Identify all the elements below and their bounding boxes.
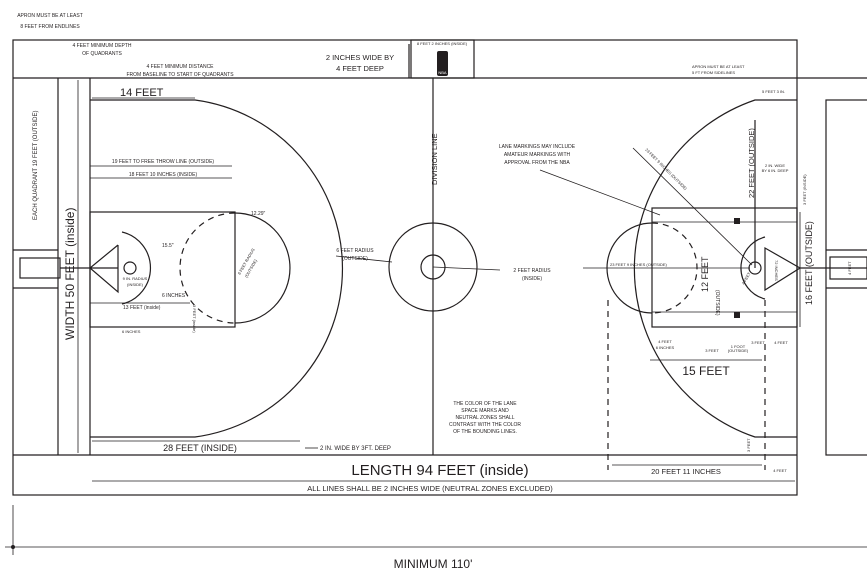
three-feet-inside-label: 3 FEET (inside) (192, 305, 197, 333)
sixteen-feet-label: 16 FEET (OUTSIDE) (804, 221, 814, 305)
two-inches-label-2: 4 FEET DEEP (336, 64, 384, 73)
six-inches-label: 6 INCHES (162, 293, 186, 299)
all-lines-label: ALL LINES SHALL BE 2 INCHES WIDE (NEUTRA… (307, 484, 553, 493)
svg-text:NBA: NBA (438, 70, 447, 75)
width-label: WIDTH 50 FEET (inside) (63, 208, 77, 340)
nine-in-radius-label-1: 9 IN. RADIUS (123, 276, 148, 281)
twelve-feet-label: 12 FEET (700, 256, 710, 292)
seventy-two-label: 72 INCHES (774, 260, 779, 281)
four-feet-side-label: 4 FEET (847, 261, 852, 275)
apron-sidelines-label-2: 5 FT FROM SIDELINES (692, 70, 735, 75)
fourteen-feet-label: 14 FEET (120, 87, 164, 99)
center-outer-label-1: 6 FEET RADIUS (336, 248, 374, 254)
lane-markings-label-2: AMATEUR MARKINGS WITH (504, 152, 571, 158)
three-pt-horiz-label: 23 FEET 9 INCHES (OUTSIDE) (610, 262, 667, 267)
quad-depth-label-2: OF QUADRANTS (82, 51, 122, 57)
fifteen-feet-label: 15 FEET (682, 364, 730, 378)
quad-depth-label-1: 4 FEET MINIMUM DEPTH (72, 43, 131, 49)
twenty-eight-label: 28 FEET (INSIDE) (163, 443, 237, 453)
nba-logo: NBA (437, 51, 448, 76)
twenty-feet-11-label: 20 FEET 11 INCHES (651, 467, 721, 476)
three-feet-a-label: 3 FEET (705, 348, 719, 353)
dim-1229-label: 12.29" (251, 211, 266, 217)
ft-line-outside-label: 19 FEET TO FREE THROW LINE (OUTSIDE) (112, 159, 214, 165)
twelve-outside-label: (OUTSIDE) (714, 290, 720, 316)
three-feet-inside-r-label: 3 FEET (INSIDE) (802, 174, 807, 205)
four-feet-r-label: 4 FEET (741, 271, 752, 286)
lane-markings-label-1: LANE MARKINGS MAY INCLUDE (499, 144, 576, 150)
minimum-dimension: MINIMUM 110' (5, 505, 867, 571)
length-label: LENGTH 94 FEET (inside) (351, 462, 528, 479)
color-note-label-2: SPACE MARKS AND (461, 408, 509, 414)
center-inner-label-1: 2 FEET RADIUS (513, 268, 551, 274)
three-pt-diag-label: 23 FEET 9 INCHES (OUTSIDE) (644, 147, 688, 191)
two-in-wide-label-1: 2 IN. WIDE (765, 163, 785, 168)
apron-endlines-label-1: APRON MUST BE AT LEAST (17, 13, 83, 19)
ft-line-inside-label: 18 FEET 10 INCHES (INSIDE) (129, 172, 198, 178)
center-inner-label-2: (INSIDE) (522, 276, 542, 282)
apron-endlines-label-2: 8 FEET FROM ENDLINES (20, 24, 80, 30)
two-in-wide-label-2: BY 6 IN. DEEP (762, 168, 789, 173)
logo-width-label: 8 FEET 2 INCHES (INSIDE) (417, 41, 468, 46)
center-outer-label-2: (OUTSIDE) (342, 256, 368, 262)
quad-distance-label-2: FROM BASELINE TO START OF QUADRANTS (126, 72, 234, 78)
color-note-label-3: NEUTRAL ZONES SHALL (456, 415, 515, 421)
division-line-label: DIVISION LINE (430, 133, 439, 185)
thirteen-feet-label: 13 FEET (inside) (123, 305, 161, 311)
color-note-label-4: CONTRAST WITH THE COLOR (449, 422, 521, 428)
four-feet-end-label: 4 FEET (773, 468, 787, 473)
center-court (335, 78, 501, 455)
three-feet-b-label: 3 FEET (751, 340, 765, 345)
two-inches-label-1: 2 INCHES WIDE BY (326, 53, 394, 62)
color-note-label-1: THE COLOR OF THE LANE (453, 401, 517, 407)
apron-sidelines-label-1: APRON MUST BE AT LEAST (692, 64, 745, 69)
three-feet-corner-label: 3 FEET (746, 438, 751, 452)
twenty-two-label: 22 FEET (OUTSIDE) (747, 128, 756, 198)
lane-space-label-2: 6 INCHES (656, 345, 675, 350)
minimum-label: MINIMUM 110' (394, 557, 473, 571)
two-in-3ft-label: 2 IN. WIDE BY 3FT. DEEP (320, 446, 391, 452)
each-quadrant-label: EACH QUADRANT 19 FEET (OUTSIDE) (33, 111, 39, 220)
dim-155-label: 15.5" (162, 243, 174, 249)
five-feet-3-label: 5 FEET 3 IN. (762, 89, 785, 94)
small-six-inches-label: 6 INCHES (122, 329, 141, 334)
one-foot-label-2: (OUTSIDE) (728, 348, 749, 353)
lane-space-label-1: 4 FEET (658, 339, 672, 344)
lane-markings-label-3: APPROVAL FROM THE NBA (504, 160, 570, 166)
right-half-court (539, 99, 867, 470)
quad-distance-label-1: 4 FEET MINIMUM DISTANCE (146, 64, 214, 70)
color-note-label-5: OF THE BOUNDING LINES. (453, 429, 517, 435)
four-feet-b-label: 4 FEET (774, 340, 788, 345)
nine-in-radius-label-2: (INSIDE) (127, 282, 144, 287)
one-foot-label-1: 1 FOOT (731, 344, 746, 349)
left-half-court (19, 80, 343, 453)
